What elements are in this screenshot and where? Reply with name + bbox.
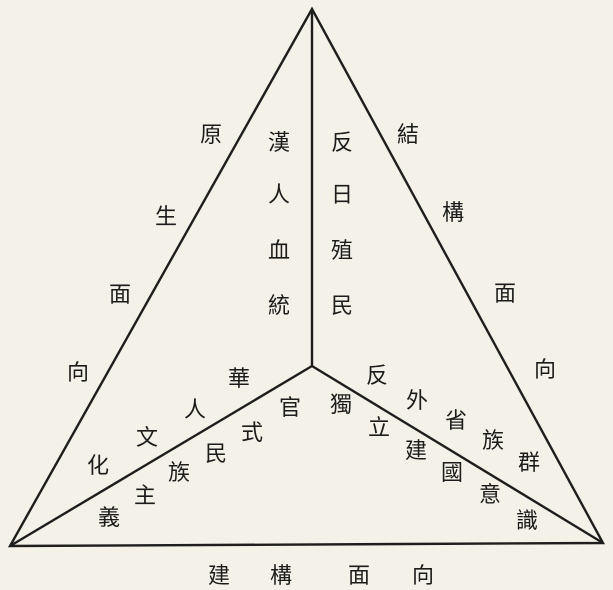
lower-left-inner-char-4: 民	[205, 442, 227, 467]
right-edge-char-2: 構	[442, 201, 464, 226]
bottom-edge-char-3: 面	[348, 564, 370, 589]
center-left-char-3: 血	[268, 239, 290, 264]
left-edge-char-3: 面	[109, 283, 131, 308]
lower-right-inner-char-1: 獨	[330, 393, 352, 418]
lower-right-inner-char-3: 建	[405, 439, 427, 464]
lower-left-inner-char-6: 官	[279, 396, 301, 421]
left-edge-char-4: 向	[67, 361, 89, 386]
center-left-char-2: 人	[268, 183, 290, 208]
left-edge-char-2: 生	[155, 205, 177, 230]
inner-left-line	[9, 364, 313, 548]
center-right-char-4: 民	[331, 294, 353, 319]
center-right-char-3: 殖	[331, 239, 353, 264]
lower-left-inner-char-1: 義	[98, 506, 120, 531]
center-left-char-1: 漢	[268, 131, 290, 156]
lower-left-inner-char-2: 主	[134, 484, 156, 509]
inner-right-line	[311, 364, 604, 545]
lower-right-inner-char-4: 國	[441, 461, 463, 486]
center-right-char-1: 反	[331, 131, 353, 156]
bottom-edge-char-1: 建	[208, 564, 230, 589]
right-edge-char-4: 向	[534, 358, 556, 383]
center-left-char-4: 統	[268, 294, 290, 319]
lower-left-upper-char-3: 人	[184, 398, 206, 423]
lower-left-upper-char-2: 文	[136, 426, 158, 451]
lower-right-upper-char-2: 外	[406, 389, 428, 414]
lower-right-upper-char-1: 反	[366, 364, 388, 389]
lower-left-inner-char-5: 式	[241, 421, 263, 446]
lower-left-upper-char-1: 化	[87, 454, 109, 479]
lower-right-inner-char-5: 意	[479, 483, 501, 508]
lower-right-upper-char-3: 省	[445, 409, 467, 434]
bottom-edge-char-4: 向	[412, 564, 434, 589]
lower-right-inner-char-6: 識	[516, 509, 538, 534]
lower-left-upper-char-4: 華	[228, 367, 250, 392]
bottom-edge-char-2: 構	[270, 564, 292, 589]
right-edge-char-3: 面	[494, 282, 516, 307]
lower-left-inner-char-3: 族	[168, 461, 190, 486]
lower-right-inner-char-2: 立	[368, 416, 390, 441]
outer-triangle	[7, 6, 606, 548]
center-right-char-2: 日	[331, 183, 353, 208]
lower-right-upper-char-5: 群	[518, 451, 540, 476]
left-edge-char-1: 原	[200, 123, 222, 148]
right-edge-char-1: 結	[397, 123, 419, 148]
lower-right-upper-char-4: 族	[482, 429, 504, 454]
